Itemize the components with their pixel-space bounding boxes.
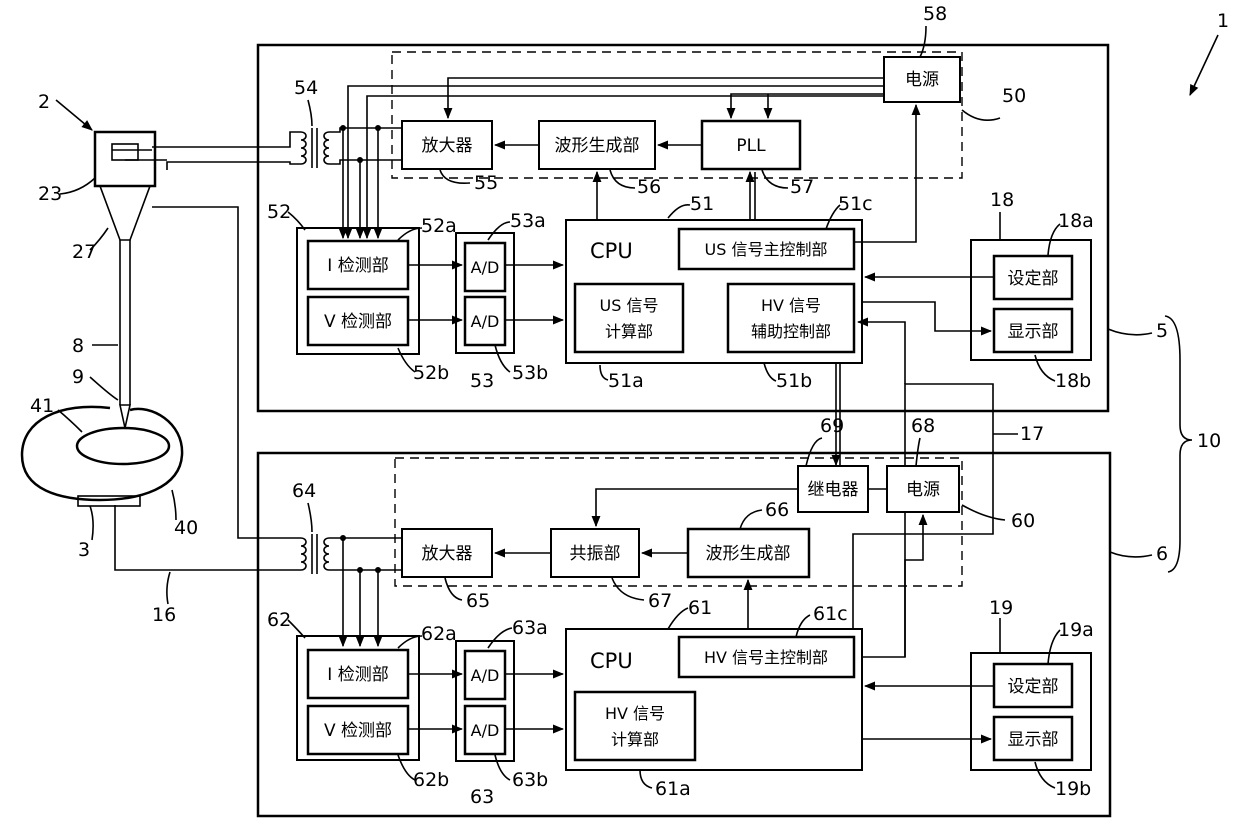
hv-relay-label: 继电器 bbox=[808, 480, 859, 500]
ref-us-i-detector: 52a bbox=[421, 215, 457, 237]
ref-hv-adc-group: 63 bbox=[470, 786, 494, 808]
hv-adc-a-label: A/D bbox=[471, 666, 500, 685]
hv-setting-label: 设定部 bbox=[1008, 677, 1059, 697]
us-setting-label: 设定部 bbox=[1008, 269, 1059, 289]
ref-us-setting: 18a bbox=[1058, 210, 1094, 232]
us-waveform-block: 波形生成部 bbox=[539, 121, 655, 169]
organ-shape bbox=[22, 407, 182, 506]
ref-us-unit: 5 bbox=[1156, 320, 1168, 342]
hv-power-label: 电源 bbox=[906, 480, 940, 500]
us-pll-label: PLL bbox=[736, 136, 766, 156]
ref-us-calc: 51a bbox=[608, 370, 644, 392]
us-adc-a-label: A/D bbox=[471, 258, 500, 277]
hv-main-control-label: HV 信号主控制部 bbox=[704, 648, 828, 667]
ref-us-aux-control: 51b bbox=[776, 370, 812, 392]
ref-hv-module: 60 bbox=[1011, 510, 1035, 532]
ref-us-adc-group: 53 bbox=[470, 370, 494, 392]
ref-us-main-control: 51c bbox=[838, 193, 873, 215]
us-calc-line1: US 信号 bbox=[600, 296, 659, 315]
hv-amplifier-block: 放大器 bbox=[402, 529, 492, 577]
us-i-detector-label: I 检测部 bbox=[327, 256, 388, 276]
hv-power-block: 电源 bbox=[887, 466, 959, 512]
ref-hv-unit: 6 bbox=[1156, 543, 1168, 565]
ref-us-panel: 18 bbox=[990, 189, 1014, 211]
ref-transducer: 23 bbox=[38, 183, 62, 205]
us-display-label: 显示部 bbox=[1008, 322, 1059, 342]
ref-system-10: 10 bbox=[1197, 430, 1221, 452]
ref-hv-calc: 61a bbox=[655, 778, 691, 800]
us-transformer bbox=[301, 128, 329, 168]
hv-amplifier-label: 放大器 bbox=[422, 544, 473, 564]
us-adc-b-label: A/D bbox=[471, 312, 500, 331]
ref-us-transformer: 54 bbox=[294, 77, 318, 99]
ref-us-v-detector: 52b bbox=[413, 362, 449, 384]
ref-handpiece: 2 bbox=[38, 91, 50, 113]
hv-resonance-label: 共振部 bbox=[570, 544, 621, 564]
hv-resonance-block: 共振部 bbox=[551, 529, 639, 577]
ref-us-amplifier: 55 bbox=[474, 172, 498, 194]
ref-cable: 16 bbox=[152, 604, 176, 626]
us-detector-group bbox=[297, 228, 419, 354]
ref-us-detector-group: 52 bbox=[267, 201, 291, 223]
ref-hv-display: 19b bbox=[1055, 778, 1091, 800]
hv-waveform-block: 波形生成部 bbox=[688, 529, 809, 577]
hv-display-label: 显示部 bbox=[1008, 730, 1059, 750]
ref-us-display: 18b bbox=[1055, 370, 1091, 392]
handpiece-assembly bbox=[95, 132, 167, 428]
ref-us-module: 50 bbox=[1002, 85, 1026, 107]
us-main-control-label: US 信号主控制部 bbox=[705, 240, 828, 259]
ref-hv-detector-group: 62 bbox=[267, 609, 291, 631]
ref-hv-i-detector: 62a bbox=[421, 623, 457, 645]
hv-calc-line1: HV 信号 bbox=[605, 704, 665, 723]
us-waveform-label: 波形生成部 bbox=[555, 136, 640, 156]
us-aux-control-line2: 辅助控制部 bbox=[751, 322, 831, 341]
ref-target: 41 bbox=[30, 395, 54, 417]
us-calc-line2: 计算部 bbox=[605, 322, 653, 341]
ref-tip: 9 bbox=[72, 366, 84, 388]
ref-hv-setting: 19a bbox=[1058, 619, 1094, 641]
hv-transformer bbox=[301, 534, 329, 574]
ref-us-cpu: 51 bbox=[690, 193, 714, 215]
hv-waveform-label: 波形生成部 bbox=[706, 544, 791, 564]
ref-hv-resonance: 67 bbox=[648, 590, 672, 612]
ref-us-waveform: 56 bbox=[637, 176, 661, 198]
ref-us-adc-a: 53a bbox=[510, 210, 546, 232]
hv-adc-b-label: A/D bbox=[471, 721, 500, 740]
ref-hv-adc-a: 63a bbox=[512, 617, 548, 639]
ref-hv-waveform: 66 bbox=[765, 499, 789, 521]
us-aux-control-line1: HV 信号 bbox=[761, 296, 821, 315]
hv-calc-line2: 计算部 bbox=[611, 730, 659, 749]
ref-hv-v-detector: 62b bbox=[413, 769, 449, 791]
hv-cpu-label: CPU bbox=[590, 649, 633, 673]
ref-hv-relay: 69 bbox=[820, 415, 844, 437]
us-pll-block: PLL bbox=[702, 121, 800, 169]
ref-pad: 3 bbox=[78, 539, 90, 561]
ref-hv-amplifier: 65 bbox=[466, 590, 490, 612]
ref-organ: 40 bbox=[174, 517, 198, 539]
us-amplifier-block: 放大器 bbox=[402, 121, 492, 169]
us-v-detector-label: V 检测部 bbox=[324, 312, 392, 332]
ref-probe: 8 bbox=[72, 335, 84, 357]
hv-i-detector-label: I 检测部 bbox=[327, 665, 388, 685]
us-amplifier-label: 放大器 bbox=[422, 136, 473, 156]
ref-hv-panel: 19 bbox=[989, 597, 1013, 619]
ref-horn: 27 bbox=[72, 241, 96, 263]
us-power-block: 电源 bbox=[884, 57, 960, 102]
hv-relay-block: 继电器 bbox=[798, 466, 868, 512]
ref-hv-transformer: 64 bbox=[292, 480, 316, 502]
ref-hv-power: 68 bbox=[911, 415, 935, 437]
ref-comm-line: 17 bbox=[1020, 423, 1044, 445]
us-power-label: 电源 bbox=[905, 70, 939, 90]
ref-hv-adc-b: 63b bbox=[512, 769, 548, 791]
ref-us-adc-b: 53b bbox=[512, 362, 548, 384]
ref-hv-cpu: 61 bbox=[688, 597, 712, 619]
ref-us-pll: 57 bbox=[790, 176, 814, 198]
hv-v-detector-label: V 检测部 bbox=[324, 721, 392, 741]
us-cpu-label: CPU bbox=[590, 239, 633, 263]
ref-us-power: 58 bbox=[923, 3, 947, 25]
ref-system-1: 1 bbox=[1217, 10, 1229, 32]
ref-hv-main-control: 61c bbox=[813, 603, 848, 625]
